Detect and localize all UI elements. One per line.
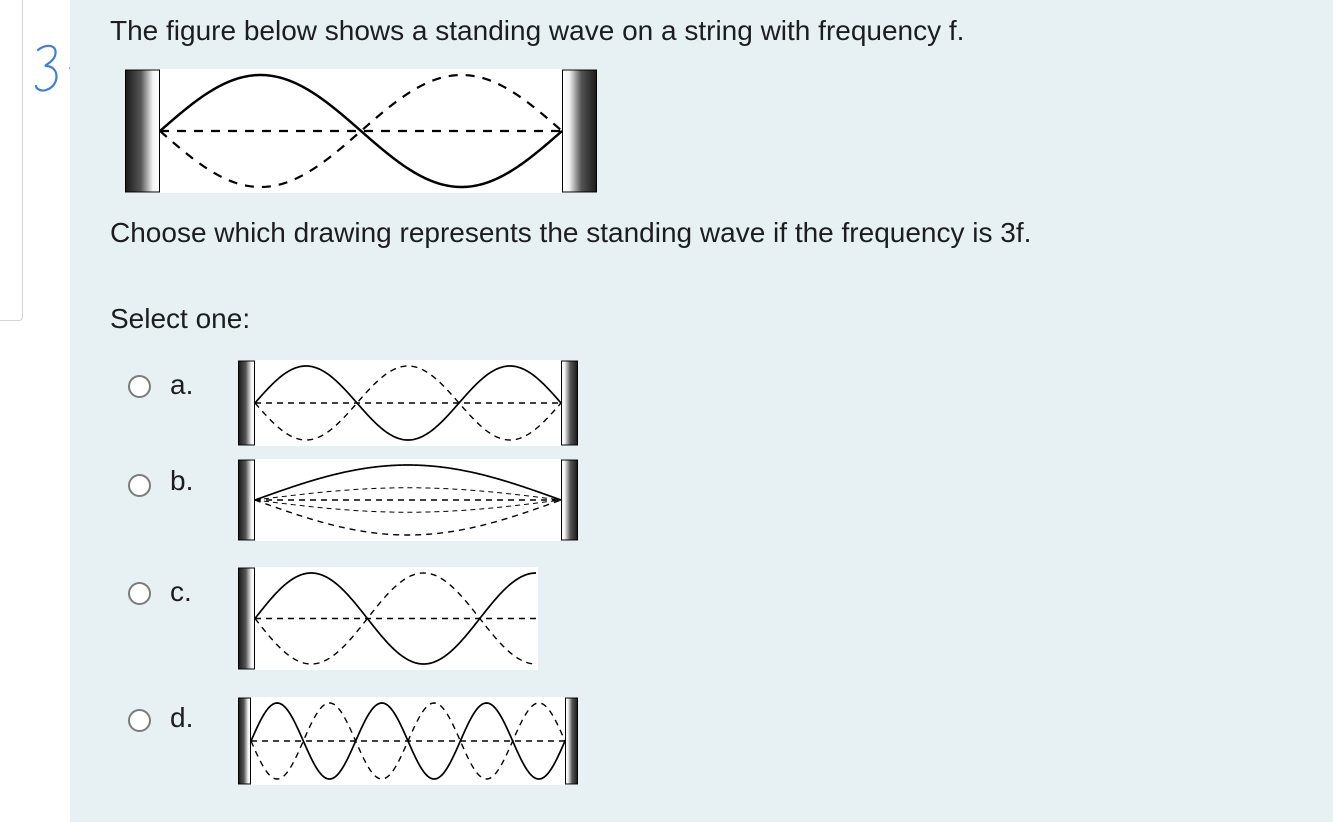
option-a-wave-figure[interactable]: [238, 360, 578, 446]
wave-dashed: [254, 572, 537, 665]
option-c-wave-drawing: [238, 567, 537, 670]
question-prompt: Choose which drawing represents the stan…: [110, 217, 1032, 248]
option-a-radio[interactable]: [128, 375, 151, 398]
wave-solid: [254, 365, 562, 441]
reference-wave-figure: [125, 69, 597, 193]
right-wall: [561, 459, 578, 541]
option-b-radio[interactable]: [128, 474, 151, 497]
left-wall: [125, 69, 160, 193]
wave-dashed: [250, 702, 566, 780]
option-a-wave-drawing: [238, 360, 578, 446]
option-c-radio[interactable]: [128, 582, 151, 605]
inner-envelope: [254, 487, 562, 501]
wave-dashed: [254, 365, 562, 441]
wave-solid: [254, 572, 537, 665]
option-b-label: b.: [170, 465, 194, 496]
question-panel: The figure below shows a standing wave o…: [70, 0, 1333, 822]
left-wall: [238, 459, 255, 541]
right-wall: [561, 360, 578, 446]
select-one-label: Select one:: [110, 303, 251, 334]
option-c-wave-figure[interactable]: [238, 567, 538, 670]
left-wall: [238, 567, 255, 670]
wave-solid: [159, 73, 563, 189]
option-d-label: d.: [170, 702, 194, 733]
option-d-wave-drawing: [238, 697, 578, 785]
left-wall: [238, 360, 255, 446]
reference-wave-drawing: [125, 69, 597, 193]
previous-card-edge: [0, 0, 23, 321]
left-wall: [238, 697, 251, 785]
option-b-wave-drawing: [238, 459, 578, 541]
option-d-radio[interactable]: [128, 709, 151, 732]
question-stem: The figure below shows a standing wave o…: [110, 15, 965, 46]
option-c-label: c.: [170, 576, 192, 607]
right-wall: [562, 69, 597, 193]
option-b-wave-figure[interactable]: [238, 459, 578, 541]
option-a-label: a.: [170, 369, 194, 400]
wave-dashed: [254, 499, 562, 536]
inner-envelope: [254, 499, 562, 513]
option-d-wave-figure[interactable]: [238, 697, 578, 785]
right-wall: [565, 697, 578, 785]
wave-solid: [254, 464, 562, 501]
